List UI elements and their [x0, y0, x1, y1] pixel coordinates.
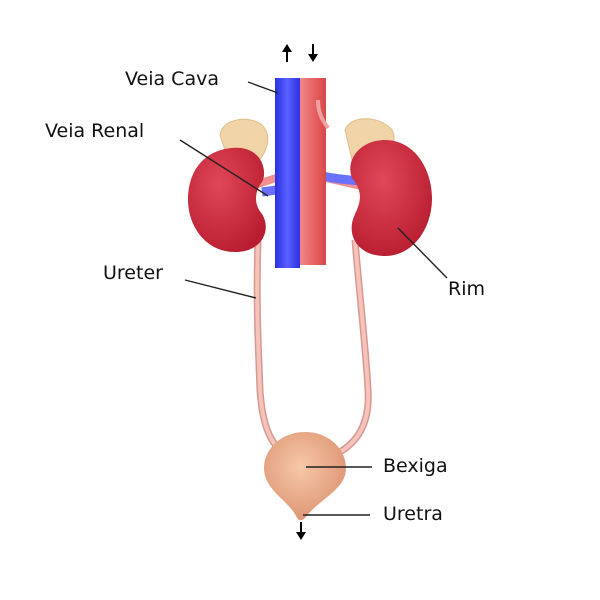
label-uretra: Uretra	[383, 503, 443, 525]
right-kidney	[350, 140, 432, 256]
label-veia-cava: Veia Cava	[125, 68, 219, 90]
left-kidney	[188, 147, 266, 252]
label-ureter: Ureter	[103, 262, 163, 284]
aorta	[300, 78, 326, 265]
vena-cava	[275, 78, 300, 268]
label-veia-renal: Veia Renal	[45, 120, 144, 142]
bladder	[264, 432, 346, 521]
arrow-up-icon	[282, 44, 292, 62]
arrow-down-icon	[308, 44, 318, 62]
arrow-down-icon	[296, 522, 306, 540]
label-rim: Rim	[448, 278, 485, 300]
left-ureter	[253, 239, 285, 455]
label-bexiga: Bexiga	[383, 455, 448, 477]
